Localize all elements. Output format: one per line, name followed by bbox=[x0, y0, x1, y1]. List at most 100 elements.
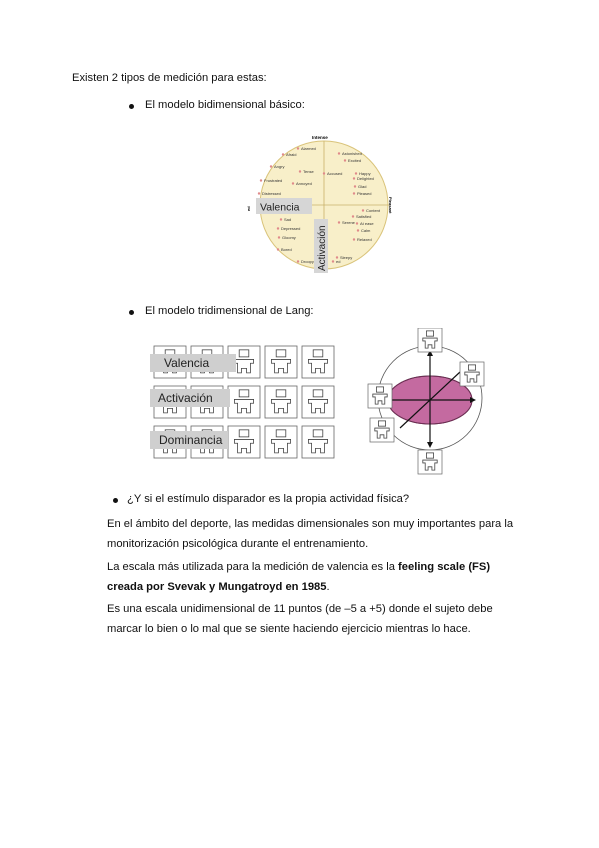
emotion-label: Afraid bbox=[286, 152, 296, 157]
paragraph-deporte: En el ámbito del deporte, las medidas di… bbox=[107, 518, 514, 550]
emotion-label: Excited bbox=[348, 158, 361, 163]
bullet-dot bbox=[113, 498, 118, 503]
emotion-dot bbox=[335, 256, 339, 259]
sphere-manikin-cell bbox=[369, 417, 395, 443]
sam-manikin-cell bbox=[264, 425, 298, 459]
sam-manikin-icon bbox=[234, 429, 254, 454]
emotion-dot bbox=[279, 218, 283, 221]
paragraph-escala: Es una escala unidimensional de 11 punto… bbox=[107, 603, 493, 635]
axis-left-label: ed bbox=[246, 206, 251, 211]
sam-manikin-cell bbox=[264, 385, 298, 419]
sphere-manikin-cell bbox=[417, 449, 443, 475]
sam-manikin-cell bbox=[227, 425, 261, 459]
lang-valencia-label bbox=[150, 354, 236, 372]
emotion-label: Distressed bbox=[262, 191, 281, 196]
lang-dominancia-label bbox=[150, 431, 228, 449]
emotion-dot bbox=[337, 221, 341, 224]
emotion-dot bbox=[291, 182, 295, 185]
sphere-manikin-icon bbox=[422, 330, 438, 349]
emotion-dot bbox=[353, 185, 357, 188]
emotion-label: Astonished bbox=[342, 151, 362, 156]
emotion-dot bbox=[257, 192, 261, 195]
sphere-manikin-icon bbox=[422, 452, 438, 471]
sam-manikin-icon bbox=[271, 429, 291, 454]
emotion-dot bbox=[355, 222, 359, 225]
emotion-dot bbox=[269, 165, 273, 168]
emotion-label: Tense bbox=[303, 169, 314, 174]
sam-manikin-cell bbox=[301, 425, 335, 459]
emotion-label: Frustrated bbox=[264, 178, 282, 183]
sam-manikin-icon bbox=[308, 429, 328, 454]
emotion-dot bbox=[352, 192, 356, 195]
emotion-label: ed bbox=[336, 259, 340, 264]
activacion-label: Activación bbox=[317, 225, 328, 271]
sphere-manikin-cell bbox=[367, 383, 393, 409]
emotion-label: Happy bbox=[359, 171, 371, 176]
emotion-label: Droopy bbox=[301, 259, 314, 264]
emotion-label: Glad bbox=[358, 184, 366, 189]
sam-manikin-cell bbox=[227, 385, 261, 419]
emotion-dot bbox=[276, 248, 280, 251]
emotion-label: Bored bbox=[281, 247, 292, 252]
emotion-label: Relaxed bbox=[357, 237, 372, 242]
emotion-dot bbox=[354, 172, 358, 175]
emotion-label: Sleepy bbox=[340, 255, 352, 260]
emotion-label: Gloomy bbox=[282, 235, 296, 240]
emotion-dot bbox=[296, 147, 300, 150]
emotion-label: Alarmed bbox=[301, 146, 316, 151]
para2-text: La escala más utilizada para la medición… bbox=[107, 561, 399, 573]
emotion-dot bbox=[322, 172, 326, 175]
sam-manikin-icon bbox=[308, 349, 328, 374]
lang-valencia-text: Valencia bbox=[164, 356, 210, 370]
emotion-dot bbox=[351, 215, 355, 218]
emotion-label: Serene bbox=[342, 220, 356, 225]
emotion-dot bbox=[298, 170, 302, 173]
emotion-label: Sad bbox=[284, 217, 291, 222]
emotion-label: Accused bbox=[327, 171, 342, 176]
sam-manikin-icon bbox=[308, 389, 328, 414]
bullet-bidimensional: El modelo bidimensional básico: bbox=[145, 99, 305, 111]
emotion-dot bbox=[356, 229, 360, 232]
feeling-scale-bold: feeling scale (FS) creada por Svevak y M… bbox=[107, 561, 491, 593]
emotion-dot bbox=[296, 260, 300, 263]
emotion-dot bbox=[259, 179, 263, 182]
emotion-dot bbox=[276, 227, 280, 230]
emotion-dot bbox=[343, 159, 347, 162]
sam-manikin-icon bbox=[271, 349, 291, 374]
sam-manikin-cell bbox=[301, 345, 335, 379]
emotion-label: Content bbox=[366, 208, 381, 213]
sphere-manikin-icon bbox=[464, 364, 480, 383]
emotion-label: Angry bbox=[274, 164, 284, 169]
axis-right-label: Pleasant bbox=[388, 197, 393, 214]
emotion-dot bbox=[331, 260, 335, 263]
lang-activacion-label bbox=[150, 389, 230, 407]
emotion-label: Satisfied bbox=[356, 214, 371, 219]
sam-manikin-icon bbox=[234, 349, 254, 374]
emotion-label: Pleased bbox=[357, 191, 371, 196]
emotion-dot bbox=[352, 238, 356, 241]
lang-activacion-text: Activación bbox=[158, 391, 213, 405]
bullet-dot bbox=[129, 310, 134, 315]
emotion-label: Depressed bbox=[281, 226, 300, 231]
sam-manikin-icon bbox=[234, 389, 254, 414]
sphere-manikin-icon bbox=[372, 386, 388, 405]
sphere-manikin-cell bbox=[417, 327, 443, 353]
para2-end: . bbox=[326, 581, 330, 593]
emotion-dot bbox=[337, 152, 341, 155]
valencia-label: Valencia bbox=[260, 202, 300, 214]
sphere-manikin-cell bbox=[459, 361, 485, 387]
emotion-dot bbox=[361, 209, 365, 212]
paragraph-feeling-scale: La escala más utilizada para la medición… bbox=[107, 557, 527, 597]
emotion-dot bbox=[281, 153, 285, 156]
axis-top-label: Intense bbox=[312, 135, 328, 140]
emotion-label: Calm bbox=[361, 228, 371, 233]
emotion-label: Annoyed bbox=[296, 181, 312, 186]
sam-manikin-cell bbox=[301, 385, 335, 419]
lang-sphere-figure bbox=[360, 327, 490, 478]
emotion-dot bbox=[277, 236, 281, 239]
bullet-tridimensional: El modelo tridimensional de Lang: bbox=[145, 305, 314, 317]
sam-manikin-cell bbox=[264, 345, 298, 379]
emotion-label: At ease bbox=[360, 221, 374, 226]
sphere-manikin-icon bbox=[374, 420, 390, 439]
